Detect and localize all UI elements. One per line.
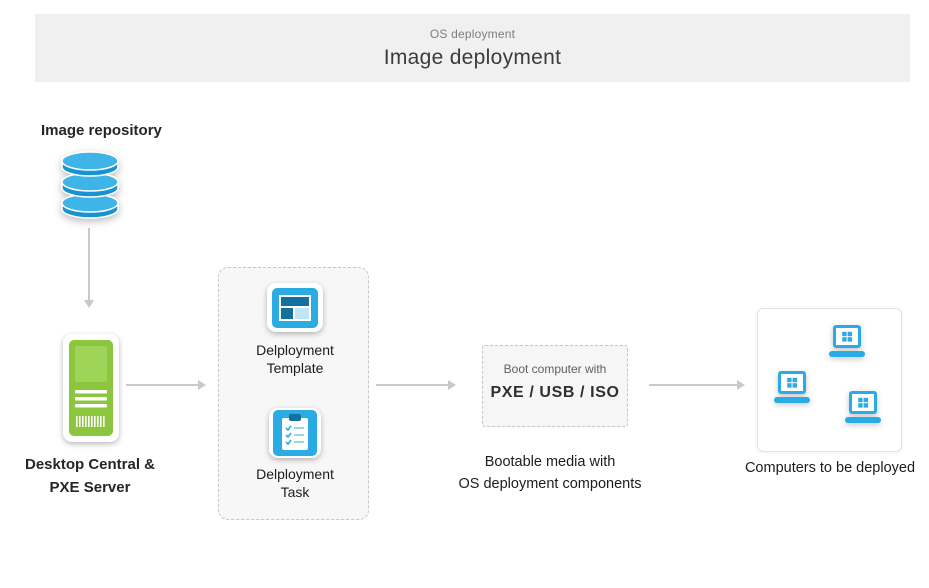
arrow-repository-to-server <box>84 228 94 308</box>
server-tower-icon <box>69 340 113 436</box>
computers-box <box>757 308 902 452</box>
bootable-media-label-line1: Bootable media with <box>484 454 616 470</box>
laptop-windows-icon <box>774 371 810 403</box>
template-window-icon <box>272 287 318 328</box>
boot-box: Boot computer with PXE / USB / ISO <box>482 345 628 427</box>
laptop-windows-icon <box>829 325 865 357</box>
computers-label: Computers to be deployed <box>744 460 916 476</box>
laptop-windows-icon <box>845 391 881 423</box>
bootable-media-label-line2: OS deployment components <box>458 475 642 492</box>
task-label: Delployment Task <box>237 466 353 502</box>
task-clipboard-icon <box>273 410 317 456</box>
server-label: Desktop Central & PXE Server <box>5 454 175 499</box>
database-icon <box>61 151 119 219</box>
template-icon-card <box>267 283 323 332</box>
server-label-line1: Desktop Central & <box>24 456 156 473</box>
server-label-line2: PXE Server <box>49 478 131 496</box>
header-eyebrow: OS deployment <box>429 27 516 41</box>
task-label-line1: Delployment <box>256 466 334 482</box>
task-icon-card <box>269 408 321 458</box>
arrow-boot-to-computers <box>649 380 745 390</box>
header-banner: OS deployment Image deployment <box>35 14 910 82</box>
template-label: Delployment Template <box>237 342 353 378</box>
arrow-workflow-to-boot <box>376 380 456 390</box>
arrow-server-to-workflow <box>126 380 206 390</box>
template-label-line2: Template <box>266 359 324 376</box>
repository-label: Image repository <box>41 122 162 139</box>
boot-box-line1: Boot computer with <box>503 362 607 376</box>
task-label-line2: Task <box>280 483 310 500</box>
boot-box-line2: PXE / USB / ISO <box>490 384 620 401</box>
template-label-line1: Delployment <box>256 342 334 358</box>
page-title: Image deployment <box>383 46 562 69</box>
bootable-media-label: Bootable media with OS deployment compon… <box>447 452 653 496</box>
server-icon-card <box>63 334 119 442</box>
